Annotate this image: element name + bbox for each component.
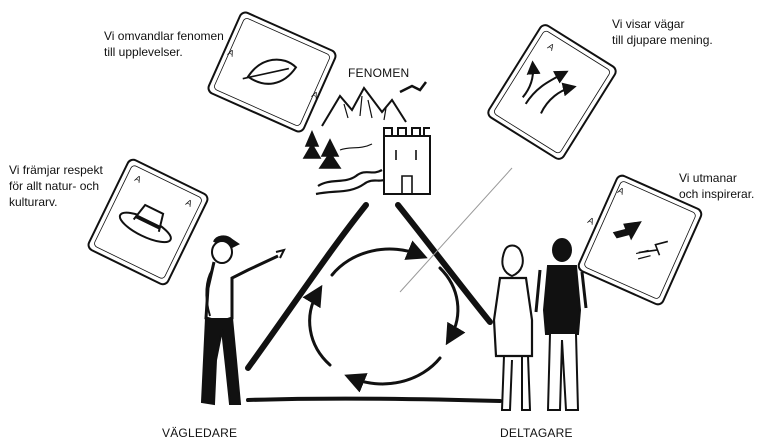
path-arrows-icon [521, 60, 577, 114]
caption-line: Vi utmanar [679, 171, 737, 185]
card-path-arrows [487, 24, 617, 160]
arrows-icon [612, 221, 669, 260]
caption-line: till djupare mening. [612, 33, 713, 47]
card-ranger-hat [87, 158, 209, 286]
card-caption-arrows: Vi utmanar och inspirerar. [679, 170, 754, 202]
cycle-arrows [302, 240, 466, 393]
caption-line: Vi omvandlar fenomen [104, 29, 224, 43]
card-arrows [577, 174, 703, 306]
cycle-arrow-top [330, 240, 428, 277]
cycle-arrow-right [438, 266, 466, 346]
card-caption-ranger-hat: Vi främjar respekt för allt natur- och k… [9, 162, 103, 210]
participants-label: DELTAGARE [500, 426, 573, 440]
leaf-icon [242, 58, 298, 85]
caption-line: för allt natur- och [9, 179, 100, 193]
caption-line: och inspirerar. [679, 187, 755, 201]
card-caption-leaf: Vi omvandlar fenomen till upplevelser. [104, 28, 224, 60]
pointer-line [399, 167, 513, 293]
cycle-arrow-left [302, 284, 332, 367]
caption-line: kulturarv. [9, 195, 58, 209]
ranger-hat-icon [118, 203, 172, 244]
guide-label: VÄGLEDARE [162, 426, 238, 440]
cycle-arrow-bottom [344, 356, 442, 393]
card-leaf [207, 11, 337, 133]
phenomenon-landscape-illustration [302, 81, 431, 196]
guide-figure [200, 235, 286, 406]
caption-line: Vi visar vägar [612, 17, 685, 31]
participants-figures [492, 238, 588, 411]
triangle-lines [245, 202, 502, 403]
phenomenon-label: FENOMEN [348, 66, 410, 80]
caption-line: Vi främjar respekt [9, 163, 103, 177]
card-caption-path-arrows: Vi visar vägar till djupare mening. [612, 16, 713, 48]
caption-line: till upplevelser. [104, 45, 183, 59]
